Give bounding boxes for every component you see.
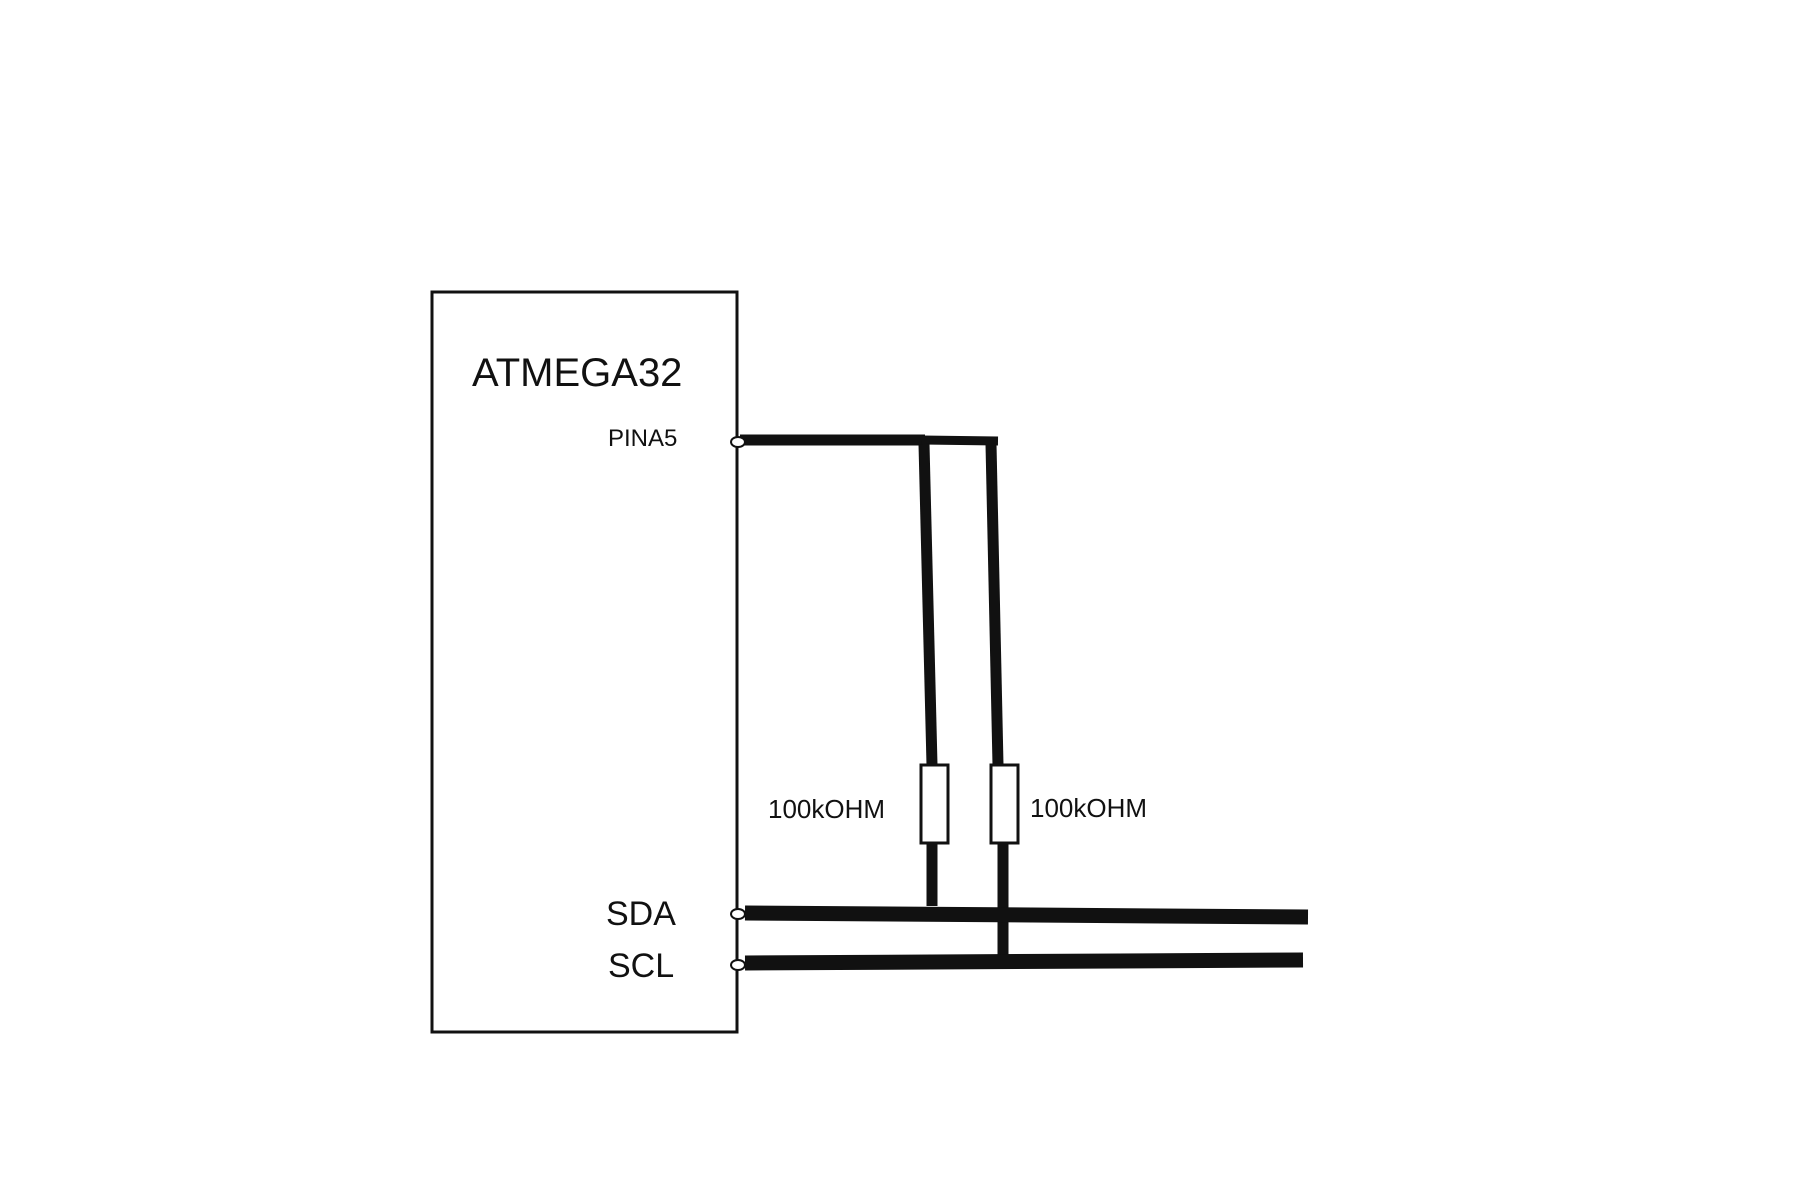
scl-pin-marker bbox=[730, 959, 746, 971]
pin-label-sda: SDA bbox=[606, 895, 676, 933]
chip-name: ATMEGA32 bbox=[472, 351, 682, 395]
sda-pullup-resistor bbox=[919, 763, 950, 845]
pullup-top-rail bbox=[921, 435, 999, 446]
scl-resistor-value: 100kOHM bbox=[1030, 793, 1147, 823]
pin-label-scl: SCL bbox=[608, 947, 674, 985]
scl-pullup-wire-upper bbox=[985, 443, 1004, 766]
pina5-pin-marker bbox=[730, 436, 746, 448]
sda-bus-line bbox=[744, 905, 1309, 925]
sda-pin-marker bbox=[730, 908, 746, 920]
scl-bus-line bbox=[744, 952, 1304, 971]
atmega32-chip-body bbox=[430, 290, 739, 1034]
pin-label-pina5: PINA5 bbox=[608, 425, 677, 452]
scl-pullup-resistor bbox=[989, 763, 1020, 845]
sda-pullup-wire-upper bbox=[918, 443, 938, 766]
sda-resistor-value: 100kOHM bbox=[768, 794, 885, 824]
